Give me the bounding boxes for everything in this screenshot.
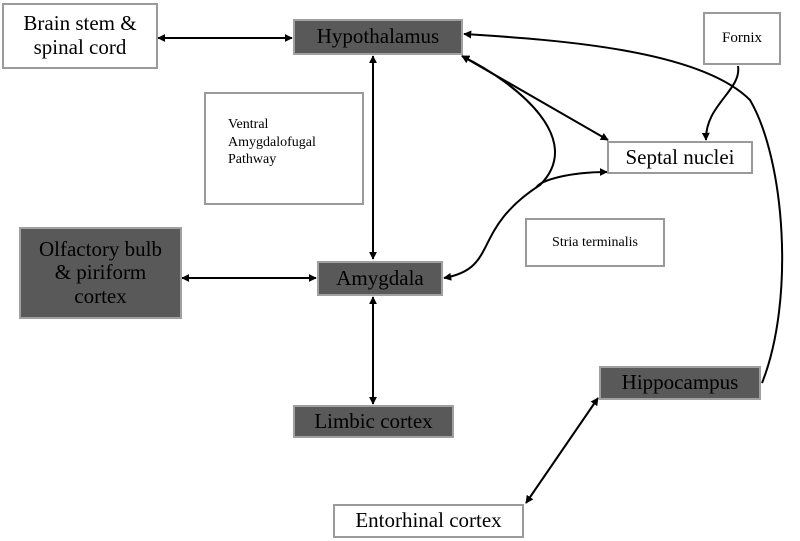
amygdala-node: Amygdala xyxy=(317,261,443,296)
limbic-cortex-label: Limbic cortex xyxy=(314,408,433,433)
hippocampus-node: Hippocampus xyxy=(599,366,761,400)
fornix-node: Fornix xyxy=(703,12,781,65)
hypothalamus-node: Hypothalamus xyxy=(293,19,463,55)
ventral-label-line3: Pathway xyxy=(228,152,277,167)
olfactory-label-line2: & piriform xyxy=(54,260,147,285)
ventral-amygdalofugal-pathway-label: Ventral Amygdalofugal Pathway xyxy=(204,92,364,205)
arrow-fornix-septal xyxy=(701,65,740,141)
stria-label-text: Stria terminalis xyxy=(552,234,638,250)
entorhinal-cortex-label: Entorhinal cortex xyxy=(355,508,502,533)
entorhinal-cortex-node: Entorhinal cortex xyxy=(333,504,524,538)
olfactory-label-line1: Olfactory bulb xyxy=(38,236,163,261)
ventral-label-line2: Amygdalofugal xyxy=(228,134,316,150)
olfactory-bulb-node: Olfactory bulb & piriform cortex xyxy=(19,227,182,319)
fornix-label: Fornix xyxy=(721,30,762,47)
septal-nuclei-label: Septal nuclei xyxy=(625,144,735,169)
stria-terminalis-label: Stria terminalis xyxy=(525,218,665,267)
brainstem-label-line1: Brain stem & xyxy=(23,11,137,36)
septal-nuclei-node: Septal nuclei xyxy=(607,141,753,174)
hypothalamus-label: Hypothalamus xyxy=(316,24,440,49)
brainstem-label-line2: spinal cord xyxy=(33,35,127,59)
hippocampus-label: Hippocampus xyxy=(621,370,739,395)
brainstem-node: Brain stem & spinal cord xyxy=(2,3,158,69)
olfactory-label-line3: cortex xyxy=(74,283,127,308)
limbic-cortex-node: Limbic cortex xyxy=(293,405,454,438)
amygdala-label: Amygdala xyxy=(336,265,424,290)
arrow-septal-stria-branch xyxy=(535,168,608,189)
arrow-hippocampus-entorhinal xyxy=(525,397,599,504)
arrow-fornix-hippocampus-hypothalamus xyxy=(463,30,784,384)
ventral-label-line1: Ventral xyxy=(228,117,269,132)
